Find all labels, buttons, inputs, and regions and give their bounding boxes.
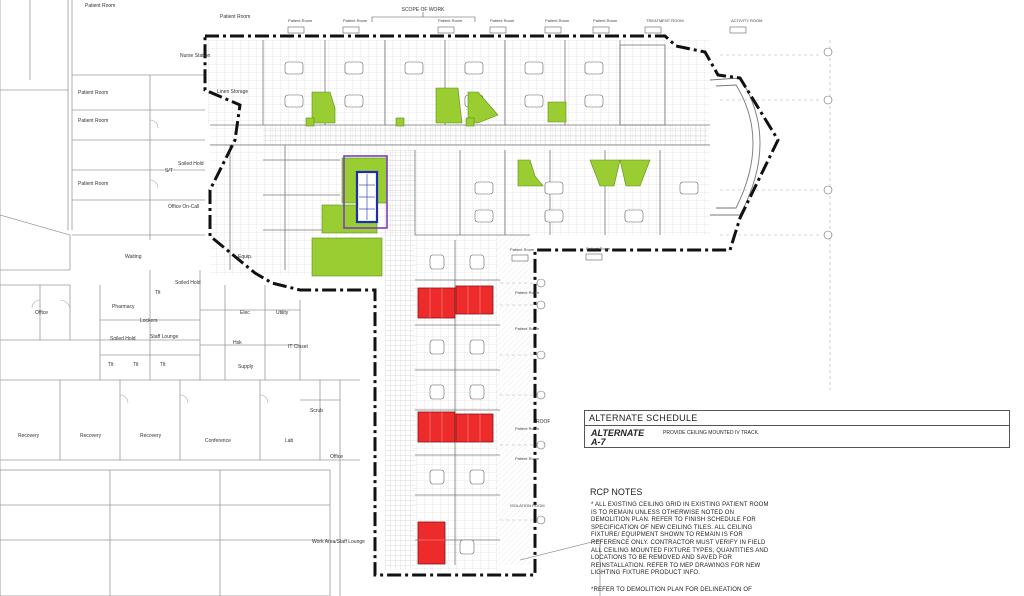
equip-label: Equip. [238,254,252,260]
tlt-label-1: Tlt [155,290,161,296]
purple-outline [343,155,388,229]
linen-storage-label: Linen Storage [217,89,248,95]
rcp-note-2: *REFER TO DEMOLITION PLAN FOR DELINEATIO… [591,587,752,593]
treatment-room-label: TREATMENT ROOM [646,18,684,23]
soiled-utility-label: Tlt [133,362,139,368]
st-label: S/T [165,168,173,174]
tag-patient-room-3: Patient Room [438,18,463,23]
alternate-code: A-7 [591,437,606,447]
supply-label: Supply [238,364,254,370]
patient-room-label-5: Patient Room [220,14,250,20]
tag-patient-room-6: Patient Room [593,18,618,23]
tlt-label-3: Tlt [160,362,166,368]
soiled-hold-label-2: Soiled Hold [175,280,201,286]
room-label-group: Patient Room Patient Room Patient Room P… [18,3,762,545]
alternate-name: ALTERNATE [591,428,645,438]
lockers-label: Lockers [140,318,158,324]
lab-label: Lab [285,438,294,444]
office-label-1: Office [35,310,48,316]
scrub-label: Scrub [310,408,323,414]
office-on-call-label: Office On-Call [168,204,199,210]
alternate-description: PROVIDE CEILING MOUNTED IV TRACK. [663,430,760,436]
patient-room-label-1: Patient Room [85,3,115,9]
blue-outline-grid [359,174,375,220]
scope-of-work-label: SCOPE OF WORK [402,7,445,13]
existing-building [0,0,601,596]
patient-room-label-2: Patient Room [78,90,108,96]
tag-patient-room-10: Patient Room [515,326,540,331]
tag-patient-room-7: Patient Room [586,246,611,251]
alternate-schedule-title: ALTERNATE SCHEDULE [589,413,698,423]
red-highlight-areas [417,285,494,565]
office-label-2: Office [330,454,343,460]
tag-patient-room-2: Patient Room [343,18,368,23]
tlt-label-2: Tlt [108,362,114,368]
conference-label: Conference [205,438,231,444]
it-closet-label: IT Closet [288,344,309,350]
rcp-note-1: * ALL EXISTING CEILING GRID IN EXISTING … [591,502,769,577]
tag-patient-room-9: Patient Room [515,290,540,295]
isolation-room-label: ISOLATION ROOM [510,503,545,508]
top-room-tags [287,26,747,262]
tag-patient-room-1: Patient Room [288,18,313,23]
column-grid-lines [500,40,831,521]
recovery-label-1: Recovery [18,433,40,439]
tag-patient-room-11: Patient Room [515,426,540,431]
tag-patient-room-12: Patient Room [515,456,540,461]
recovery-label-2: Recovery [80,433,102,439]
rcp-notes-title: RCP NOTES [590,487,643,497]
patient-room-label-3: Patient Room [78,118,108,124]
red-area-grid [418,286,481,541]
column-grid-bubbles [536,47,833,525]
soiled-hold-label-1: Soiled Hold [178,161,204,167]
pharmacy-label: Pharmacy [112,304,135,310]
tag-patient-room-8: Patient Room [510,247,535,252]
alternate-schedule-row: ALTERNATE A-7 PROVIDE CEILING MOUNTED IV… [585,425,1009,447]
scope-bracket [371,12,476,22]
work-area-lounge-label: Work Area/Staff Lounge [312,539,365,545]
activity-room-label: ACTIVITY ROOM [731,18,762,23]
roof-label: ROOF [536,419,550,425]
staff-lounge-label: Staff Lounge [150,334,178,340]
soiled-hold-label-3: Soiled Hold [110,336,136,342]
waiting-label: Waiting [125,254,142,260]
tag-patient-room-5: Patient Room [545,18,570,23]
nurse-station-label: Nurse Station [180,53,211,59]
green-highlight-areas [305,87,651,277]
existing-doors [31,119,269,404]
tag-patient-room-4: Patient Room [490,18,515,23]
elec-label: Elec [240,310,250,316]
patient-room-label-4: Patient Room [78,181,108,187]
alternate-schedule-table: ALTERNATE SCHEDULE ALTERNATE A-7 PROVIDE… [584,410,1010,448]
patient-room-tags: Patient Room Patient Room Patient Room P… [288,18,618,461]
recovery-label-3: Recovery [140,433,162,439]
utility-label: Utility [276,310,289,316]
hsk-label: Hsk [233,340,242,346]
